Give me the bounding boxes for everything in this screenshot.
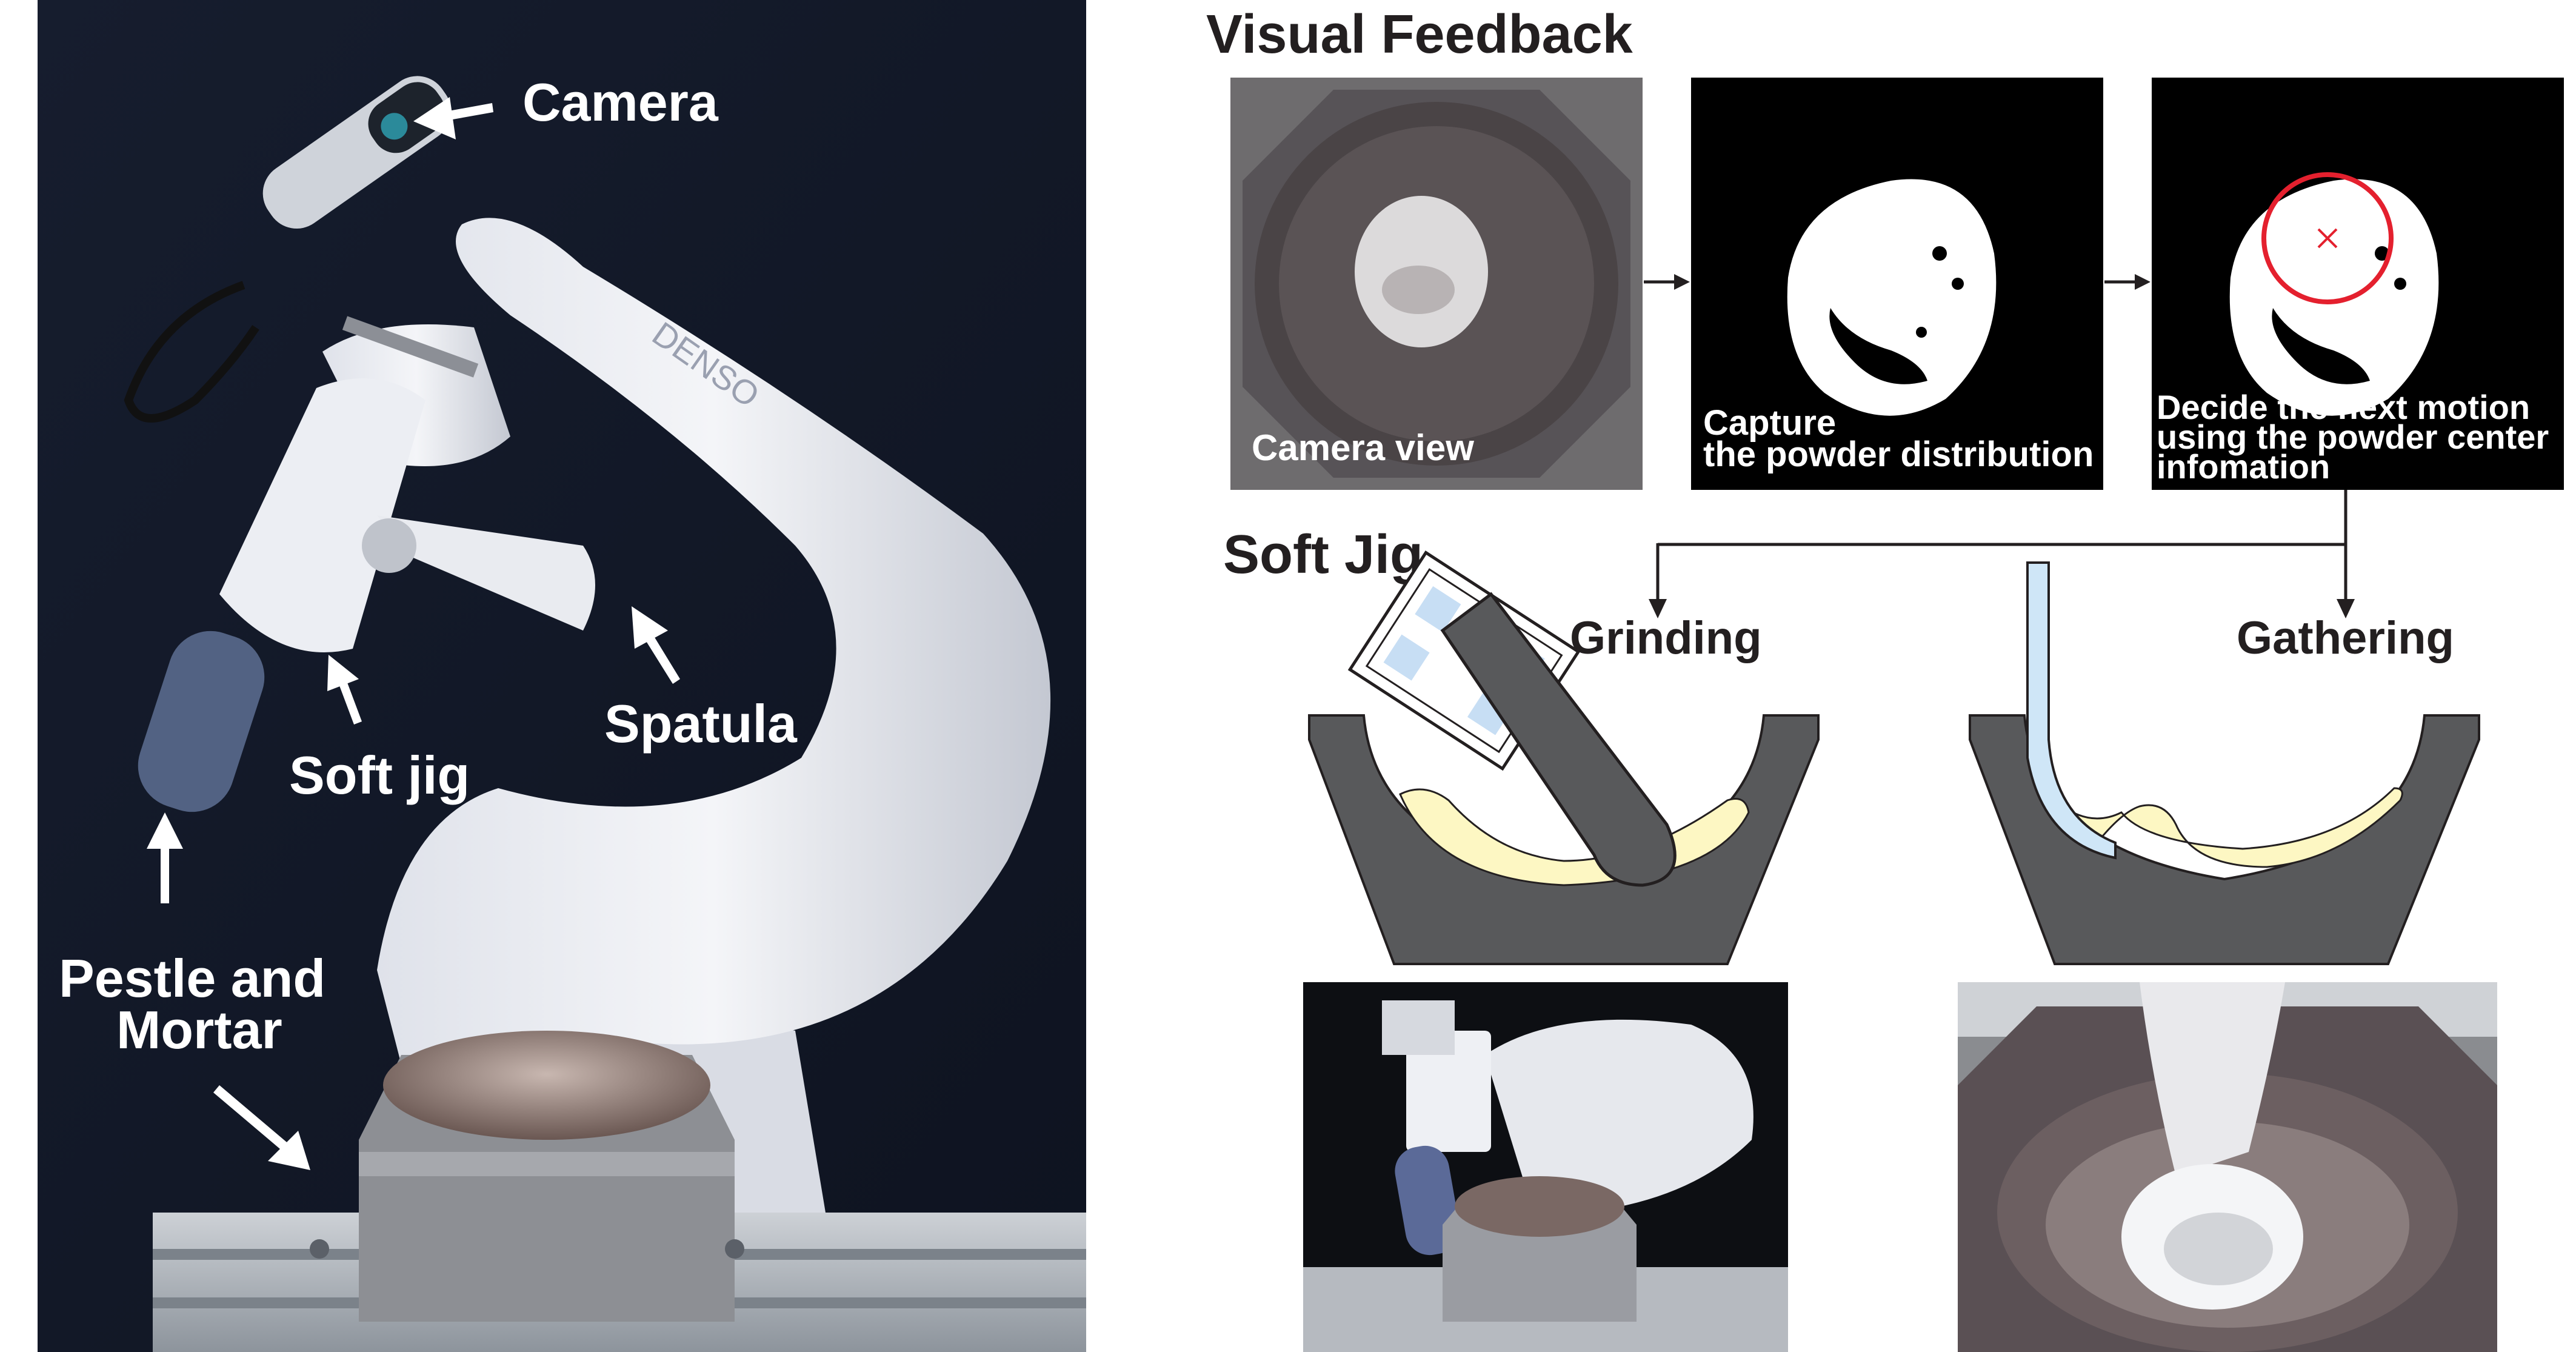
arrow-to-capture xyxy=(1644,274,1690,290)
powder-center-target xyxy=(2261,172,2394,304)
spatula xyxy=(377,515,595,631)
arrow-pestle xyxy=(147,812,183,903)
arrow-camera xyxy=(413,97,493,139)
grinding-label: Grinding xyxy=(1570,612,1762,664)
camera-cable xyxy=(124,281,259,423)
arrow-spatula xyxy=(632,606,680,684)
powder-mask xyxy=(2229,179,2439,416)
robot-arm xyxy=(377,218,1051,1182)
branch-connector xyxy=(1649,490,2355,618)
gathering-photo xyxy=(1958,982,2497,1352)
decide-caption-line3: infomation xyxy=(2157,447,2331,486)
capture-panel: Capture the powder distribution xyxy=(1691,78,2103,490)
arrow-soft-jig xyxy=(327,655,362,725)
capture-caption-line2: the powder distribution xyxy=(1703,435,2094,474)
soft-jig-title: Soft Jig xyxy=(1223,524,1423,585)
grinding-photo xyxy=(1303,982,1788,1352)
spatula-label: Spatula xyxy=(604,694,797,754)
arrow-to-decide xyxy=(2104,274,2151,290)
decide-caption-line2: using the powder center xyxy=(2157,418,2549,456)
soft-jig-label: Soft jig xyxy=(289,745,470,805)
robot-photo: DENSO xyxy=(38,0,1086,1352)
capture-caption-line1: Capture xyxy=(1703,403,1837,443)
pestle-mortar-label-line2: Mortar xyxy=(116,1000,282,1060)
pestle-tube xyxy=(138,631,265,812)
gripper xyxy=(219,378,425,652)
pestle-mortar-label-line1: Pestle and xyxy=(59,948,326,1008)
grinding-pestle xyxy=(1440,592,1677,887)
gathering-diagram xyxy=(1969,561,2480,965)
mortar-bowl xyxy=(383,1031,710,1140)
powder-mask xyxy=(1787,179,1997,416)
grinding-diagram xyxy=(1308,551,1820,965)
arrow-mortar xyxy=(213,1085,310,1170)
gathering-label: Gathering xyxy=(2237,612,2454,664)
decide-caption-line1: Decide the next motion xyxy=(2157,388,2531,426)
camera-label: Camera xyxy=(522,72,718,132)
camera-view-panel: Camera view xyxy=(1230,78,1643,490)
gathering-spatula xyxy=(2026,561,2117,860)
camera-view-caption: Camera view xyxy=(1252,427,1474,468)
visual-feedback-title: Visual Feedback xyxy=(1206,4,1633,65)
gathering-powder xyxy=(2041,775,2403,868)
decide-panel: Decide the next motion using the powder … xyxy=(2152,78,2564,490)
camera xyxy=(262,76,452,229)
